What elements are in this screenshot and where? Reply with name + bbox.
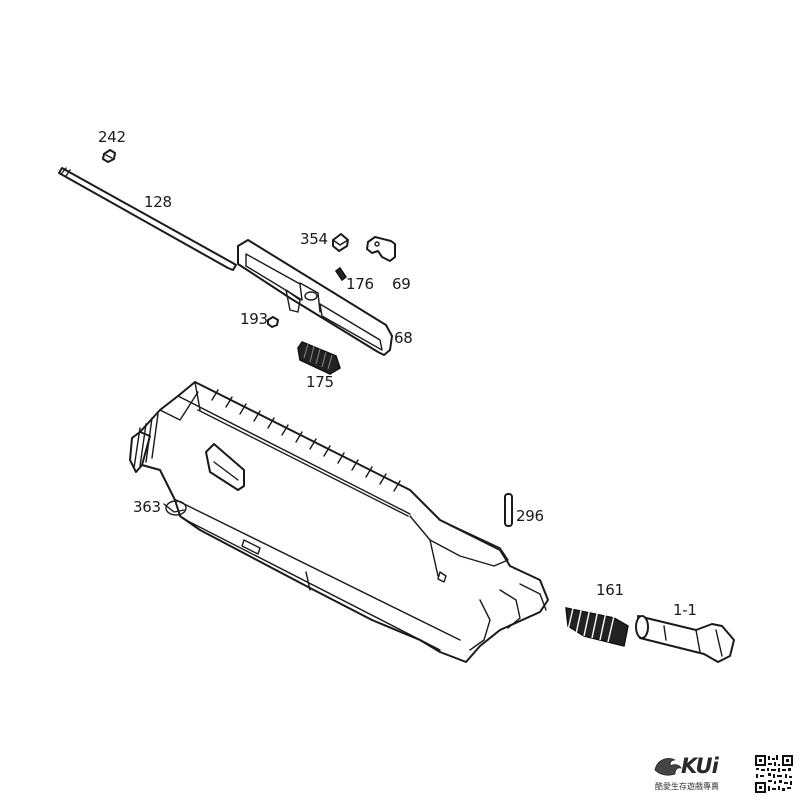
- part-161-spring: [565, 603, 629, 647]
- brand-wordmark: KUi: [681, 754, 719, 778]
- callout-296: 296: [516, 507, 544, 525]
- dragon-logo-icon: [654, 758, 682, 776]
- callout-1-1: 1-1: [673, 601, 697, 619]
- part-1-1-barrel-tip: [635, 615, 735, 663]
- brand-logo: KUi 酷愛生存遊戲專賣: [651, 752, 746, 796]
- callout-175: 175: [306, 373, 334, 391]
- part-363-upper-receiver: [129, 381, 549, 663]
- part-68-dust-cover: [237, 239, 393, 356]
- brand-tagline: 酷愛生存遊戲專賣: [655, 782, 719, 791]
- part-128-rod: [58, 167, 237, 271]
- callout-363: 363: [133, 498, 161, 516]
- part-193-screw: [267, 316, 279, 328]
- part-242-screw: [102, 149, 116, 163]
- callout-242: 242: [98, 128, 126, 146]
- part-296-pin: [504, 493, 513, 527]
- callout-176: 176: [346, 275, 374, 293]
- callout-161: 161: [596, 581, 624, 599]
- callout-193: 193: [240, 310, 268, 328]
- callout-69: 69: [392, 275, 411, 293]
- callout-68: 68: [394, 329, 413, 347]
- part-176-spring: [334, 266, 348, 282]
- callout-128: 128: [144, 193, 172, 211]
- qr-code-icon: [754, 754, 794, 794]
- callout-354: 354: [300, 230, 328, 248]
- part-175-spring: [297, 341, 341, 375]
- part-69-catch: [366, 236, 396, 262]
- part-354-block: [332, 233, 349, 252]
